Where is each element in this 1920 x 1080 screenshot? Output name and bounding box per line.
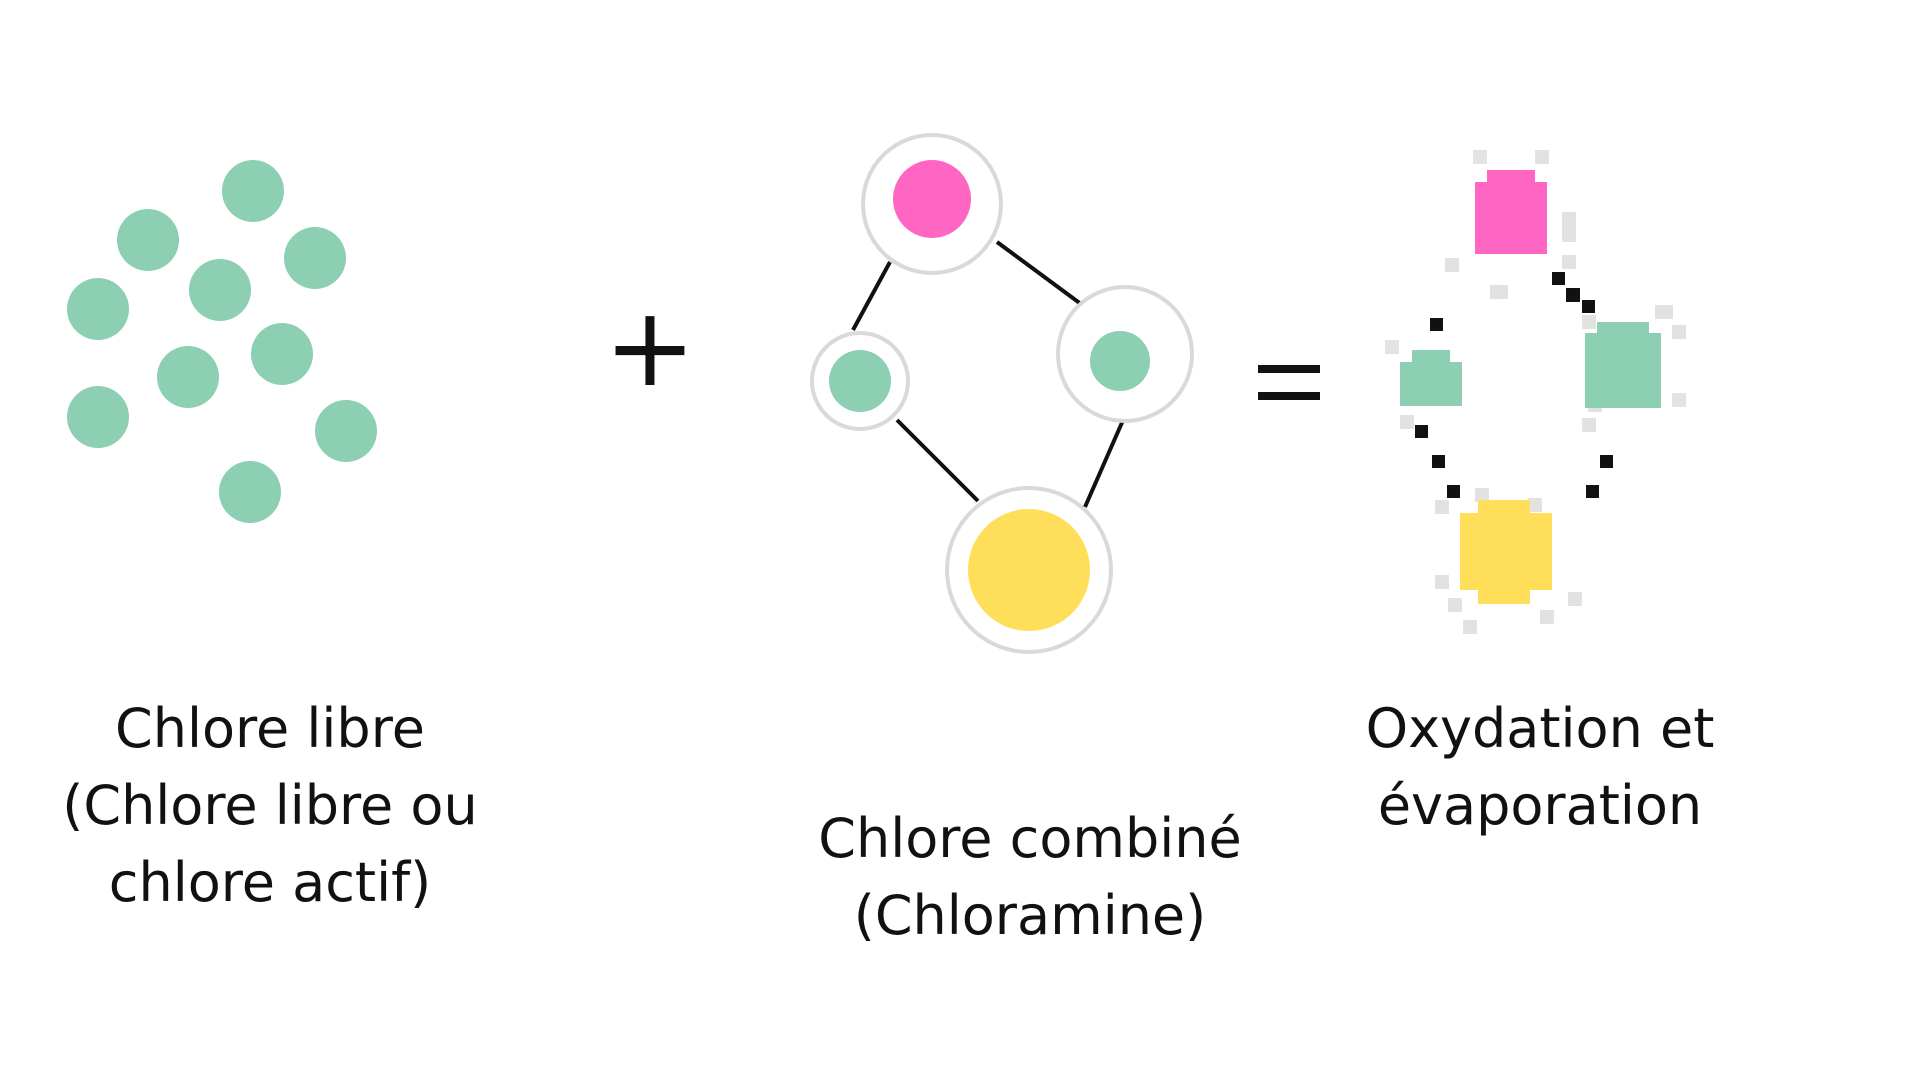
- yellow-atom: [945, 486, 1113, 654]
- bond-line: [851, 261, 892, 331]
- free-chlorine-dots: [67, 160, 377, 523]
- caption-line: Chlore combiné: [818, 807, 1242, 870]
- green-pixel-atom-right: [1585, 322, 1661, 408]
- plus-sign: +: [604, 283, 696, 411]
- chlorine-dot: [284, 227, 346, 289]
- chlorine-dot: [189, 259, 251, 321]
- combined-chlorine-caption: Chlore combiné (Chloramine): [780, 800, 1280, 954]
- bond-line: [995, 240, 1087, 309]
- chlorine-dot: [67, 386, 129, 448]
- green-pixel-atom-left: [1400, 350, 1462, 406]
- faded-halo-pixels: [1385, 150, 1686, 634]
- oxidation-caption: Oxydation et évaporation: [1320, 690, 1760, 844]
- chlorine-dot: [117, 209, 179, 271]
- pink-pixel-atom: [1475, 170, 1547, 254]
- chlorine-dot: [67, 278, 129, 340]
- caption-line: évaporation: [1377, 774, 1703, 837]
- yellow-pixel-atom: [1460, 500, 1552, 604]
- dotted-bond-pixels: [1415, 272, 1613, 498]
- bond-line: [895, 418, 980, 503]
- free-chlorine-caption: Chlore libre (Chlore libre ou chlore act…: [40, 690, 500, 921]
- green-atom-right: [1056, 285, 1194, 423]
- caption-line: (Chlore libre ou: [62, 774, 478, 837]
- caption-line: (Chloramine): [853, 884, 1207, 947]
- chlorine-dot: [222, 160, 284, 222]
- bond-lines: [851, 240, 1126, 508]
- pink-atom: [861, 133, 1003, 275]
- caption-line: Oxydation et: [1365, 697, 1715, 760]
- green-atom-left: [810, 331, 910, 431]
- bond-line: [1083, 417, 1126, 508]
- chloramine-molecule: [810, 133, 1194, 654]
- dissolving-molecule: [1385, 150, 1686, 634]
- chlorine-dot: [315, 400, 377, 462]
- equals-sign: [1258, 365, 1320, 400]
- chlorine-dot: [219, 461, 281, 523]
- caption-line: chlore actif): [108, 851, 432, 914]
- chlorine-dot: [251, 323, 313, 385]
- caption-line: Chlore libre: [115, 697, 425, 760]
- chlorine-dot: [157, 346, 219, 408]
